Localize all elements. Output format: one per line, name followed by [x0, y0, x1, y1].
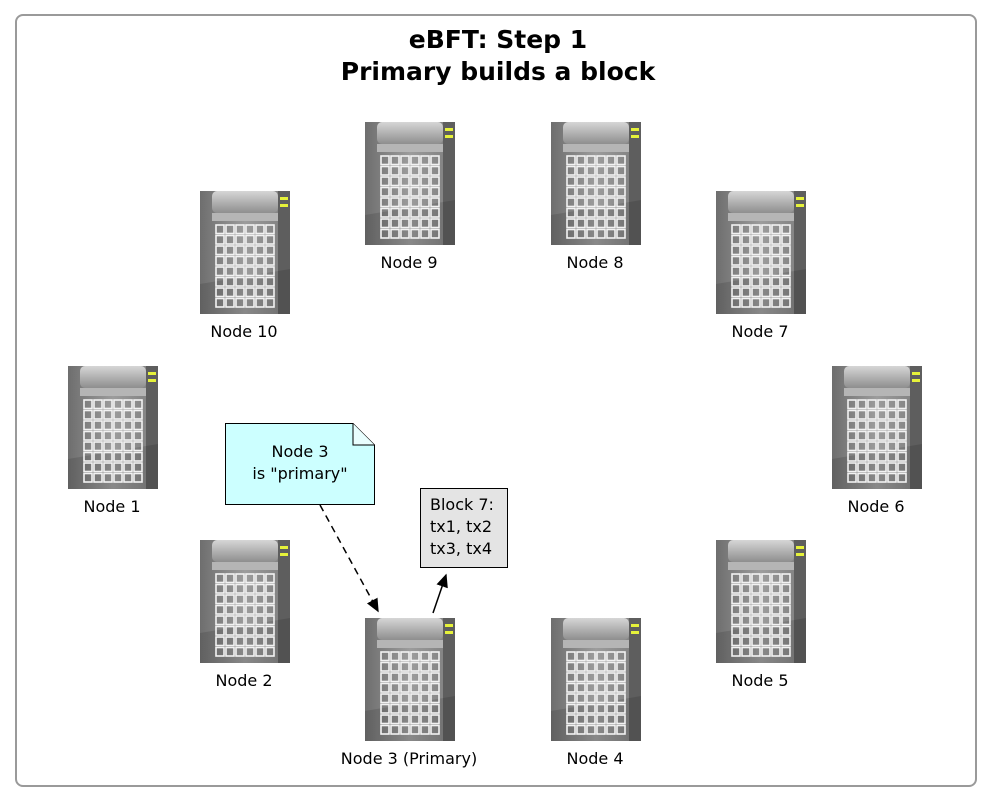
node-7: Node 2 [184, 538, 304, 698]
node-label: Node 1 [83, 497, 141, 516]
node-2: Node 8 [535, 120, 655, 280]
diagram-subtitle: Primary builds a block [340, 57, 656, 86]
node-label: Node 7 [731, 322, 789, 341]
server-icon [365, 122, 455, 245]
server-icon [200, 540, 290, 663]
node-4: Node 7 [700, 189, 820, 349]
server-icon [68, 366, 158, 489]
server-icon [551, 122, 641, 245]
node-9: Node 3 (Primary) [341, 616, 477, 776]
primary-pointer-arrow [319, 504, 379, 613]
server-icon [365, 618, 455, 741]
server-icon [716, 540, 806, 663]
block-box: Block 7: tx1, tx2 tx3, tx4 [420, 488, 508, 568]
node-1: Node 9 [349, 120, 469, 280]
diagram-frame [15, 14, 977, 787]
server-icon [716, 191, 806, 314]
node-3: Node 10 [184, 189, 304, 349]
diagram-title: eBFT: Step 1 [408, 25, 588, 54]
block-line-3: tx3, tx4 [430, 539, 493, 558]
node-6: Node 6 [816, 364, 936, 524]
block-line-2: tx1, tx2 [430, 517, 493, 536]
node-label: Node 10 [210, 322, 278, 341]
note-shape [225, 423, 375, 505]
block-build-arrow [432, 573, 448, 614]
node-label: Node 8 [566, 253, 624, 272]
server-icon [200, 191, 290, 314]
node-label: Node 9 [380, 253, 438, 272]
primary-note: Node 3 is "primary" [225, 423, 375, 505]
block-line-1: Block 7: [430, 495, 494, 514]
node-label: Node 2 [215, 671, 273, 690]
node-label: Node 3 (Primary) [340, 749, 478, 768]
node-label: Node 5 [731, 671, 789, 690]
node-8: Node 5 [700, 538, 820, 698]
node-label: Node 6 [847, 497, 905, 516]
node-label: Node 4 [566, 749, 624, 768]
node-5: Node 1 [52, 364, 172, 524]
node-10: Node 4 [535, 616, 655, 776]
server-icon [832, 366, 922, 489]
note-line-2: is "primary" [252, 464, 348, 483]
server-icon [551, 618, 641, 741]
note-line-1: Node 3 [271, 442, 329, 461]
